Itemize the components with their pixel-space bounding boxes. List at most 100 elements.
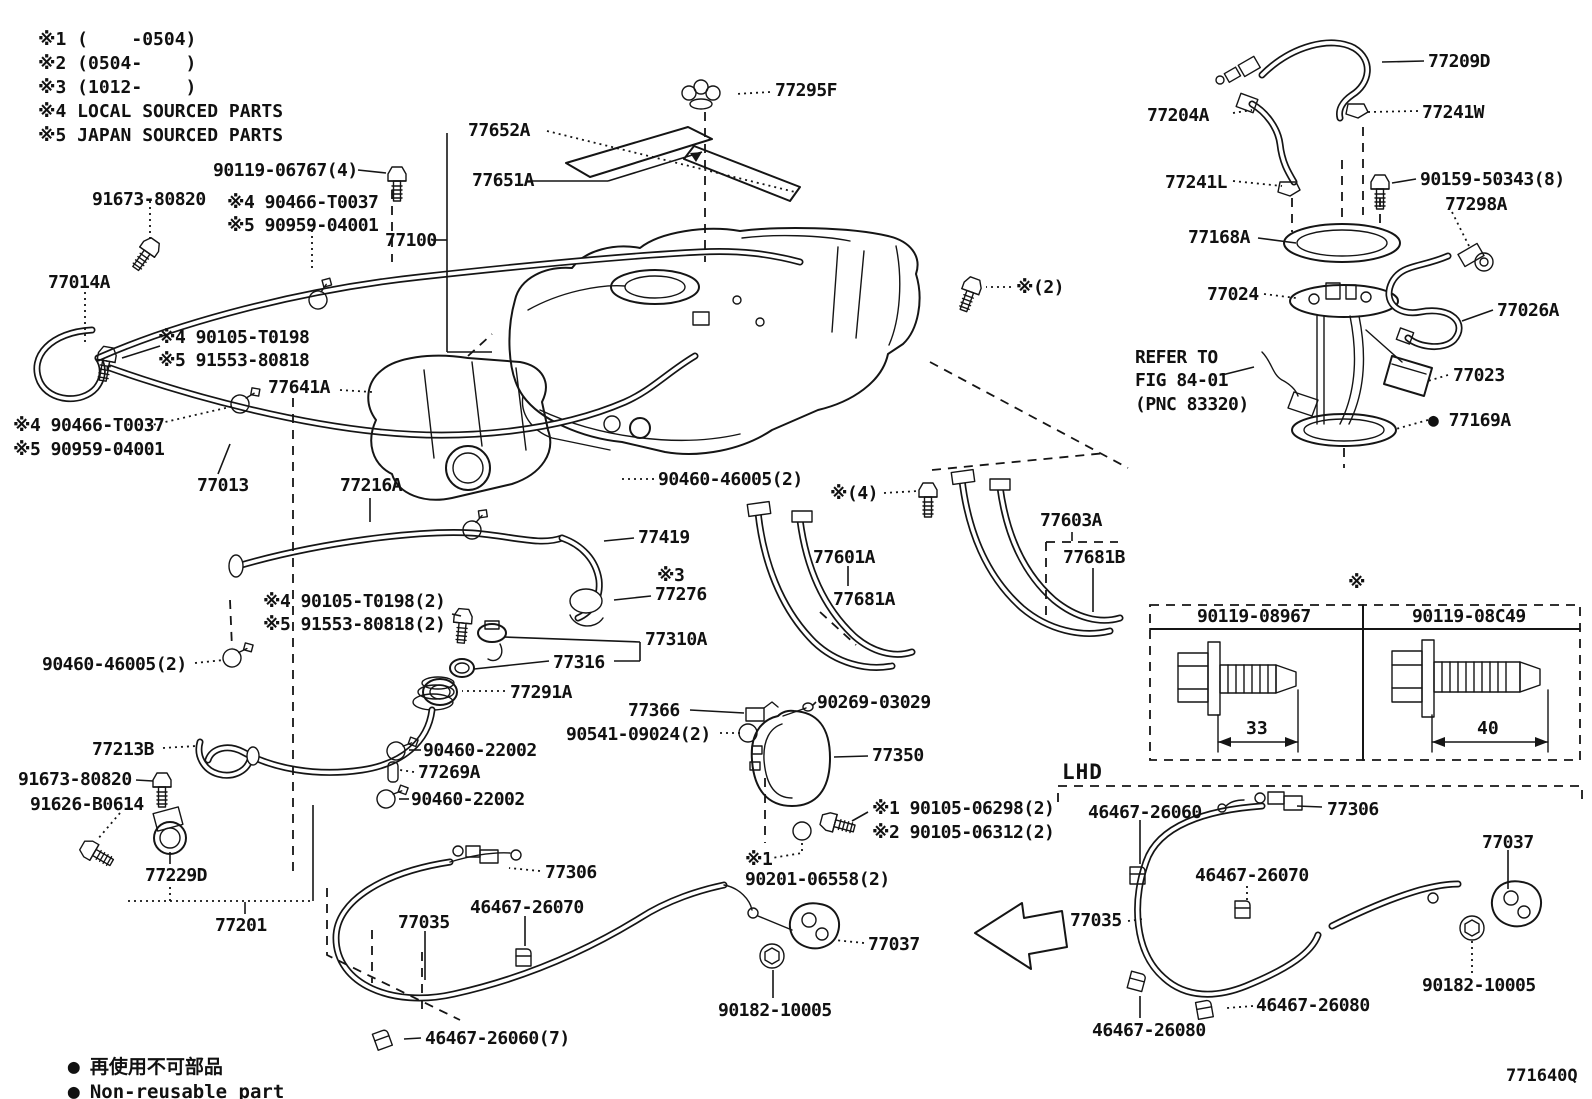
part-label: 46467-26070 [470,897,584,918]
part-label: 91626-B0614 [30,794,144,815]
breather-cap-drawing [681,79,721,110]
part-label: FIG 84-01 [1135,370,1229,391]
part-label: 90460-22002 [423,740,537,761]
filler-pipe-drawing [152,676,455,855]
part-label: ● 77169A [1428,410,1511,431]
part-label: 77213B [92,739,155,760]
part-label: 77037 [1482,832,1534,853]
part-label: ※3 [657,565,685,586]
release-cable-drawing [332,845,840,1051]
part-label: 77023 [1453,365,1505,386]
part-label: 46467-26080 [1092,1020,1206,1041]
inset-length-left: 33 [1246,718,1268,739]
part-label: 77241L [1165,172,1228,193]
part-label: 77366 [628,700,680,721]
part-label: 46467-26070 [1195,865,1309,886]
non-reusable-note-jp: ●再使用不可部品 [67,1054,223,1078]
part-label: 77310A [645,629,708,650]
part-label: ※(4) [830,483,879,504]
part-label: 77201 [215,915,267,936]
part-label: 90460-22002 [411,789,525,810]
part-label: 77026A [1497,300,1560,321]
lhd-release-cable-drawing [1057,785,1583,1020]
non-reusable-note-en: ●Non-reusable part [22,1057,285,1099]
tank-shield-drawing [367,354,552,501]
tank-band-drawing [746,468,1124,671]
part-label: 77035 [1070,910,1122,931]
legend-note: ※5 JAPAN SOURCED PARTS [38,125,284,146]
part-label: 77419 [638,527,690,548]
part-label: 77204A [1147,105,1210,126]
non-reusable-bullet-icon: ● [67,1079,80,1099]
part-label: 77603A [1040,510,1103,531]
heat-shield-drawing [565,126,801,202]
part-label: 77024 [1207,284,1259,305]
part-label: 77350 [872,745,924,766]
part-label: 46467-26060(7) [425,1028,570,1049]
part-label: 90201-06558(2) [745,869,890,890]
dashed-construction-lines [229,112,1381,1021]
part-label: ※4 90105-T0198 [158,327,310,348]
part-label: 77298A [1445,194,1508,215]
drawing-code: 771640Q [1506,1066,1578,1086]
part-label: 77168A [1188,227,1251,248]
part-label: REFER TO [1135,347,1218,368]
part-label: ※4 90105-T0198(2) [263,591,446,612]
part-label: ※4 90466-T0037 [227,192,379,213]
part-label: 77013 [197,475,249,496]
fuel-pump-module-drawing [1261,223,1494,447]
part-label: 77100 [385,230,437,251]
part-label: ※1 [745,849,773,870]
part-label: 77037 [868,934,920,955]
part-label: 90182-10005 [1422,975,1536,996]
part-label: 77601A [813,547,876,568]
part-label: 77306 [1327,799,1379,820]
part-label: 77241W [1422,102,1485,123]
part-label: 90119-06767(4) [213,160,358,181]
part-label: 77229D [145,865,208,886]
breather-tube-drawing [33,247,804,439]
legend-notes: ※1 ( -0504) ※2 (0504- ) ※3 (1012- ) ※4 LOCA… [38,28,283,148]
legend-note: ※2 (0504- ) [38,53,197,74]
part-label: 91673-80820 [92,189,206,210]
legend-note: ※3 (1012- ) [38,77,197,98]
part-label: ※2 90105-06312(2) [872,822,1055,843]
part-label: ※1 90105-06298(2) [872,798,1055,819]
part-label: ※(2) [1016,277,1065,298]
part-label: 77291A [510,682,573,703]
part-label: 77269A [418,762,481,783]
part-label: 77651A [472,170,535,191]
part-label: 46467-26080 [1256,995,1370,1016]
part-label: ※5 90959-04001 [227,215,379,236]
part-label: 91673-80820 [18,769,132,790]
legend-note: ※1 ( -0504) [38,29,197,50]
bolt-size-table-drawing [1149,604,1581,761]
part-label: 90460-46005(2) [42,654,187,675]
direction-arrow [974,902,1068,970]
leader-lines [121,60,1509,1040]
part-label: 77014A [48,272,111,293]
fuel-tube-drawing [1215,39,1371,197]
lhd-section-label: LHD [1062,760,1103,784]
reference-mark: ※ [1348,572,1366,593]
part-label: 90182-10005 [718,1000,832,1021]
part-label: 90269-03029 [817,692,931,713]
part-label: 90159-50343(8) [1420,169,1565,190]
part-label: (PNC 83320) [1135,394,1249,415]
part-label: ※5 91553-80818 [158,350,310,371]
part-label: 77295F [775,80,838,101]
part-label: 90541-09024(2) [566,724,711,745]
part-label: 77652A [468,120,531,141]
non-reusable-bullet-icon: ● [67,1054,80,1078]
legend-note: ※4 LOCAL SOURCED PARTS [38,101,284,122]
inset-part-number-left: 90119-08967 [1197,606,1311,627]
part-label: 77316 [553,652,605,673]
part-label: 90460-46005(2) [658,469,803,490]
part-label: ※4 90466-T0037 [13,415,165,436]
inset-part-number-right: 90119-08C49 [1412,606,1526,627]
part-label: 77209D [1428,51,1491,72]
part-label: 77276 [655,584,707,605]
part-label: 77641A [268,377,331,398]
